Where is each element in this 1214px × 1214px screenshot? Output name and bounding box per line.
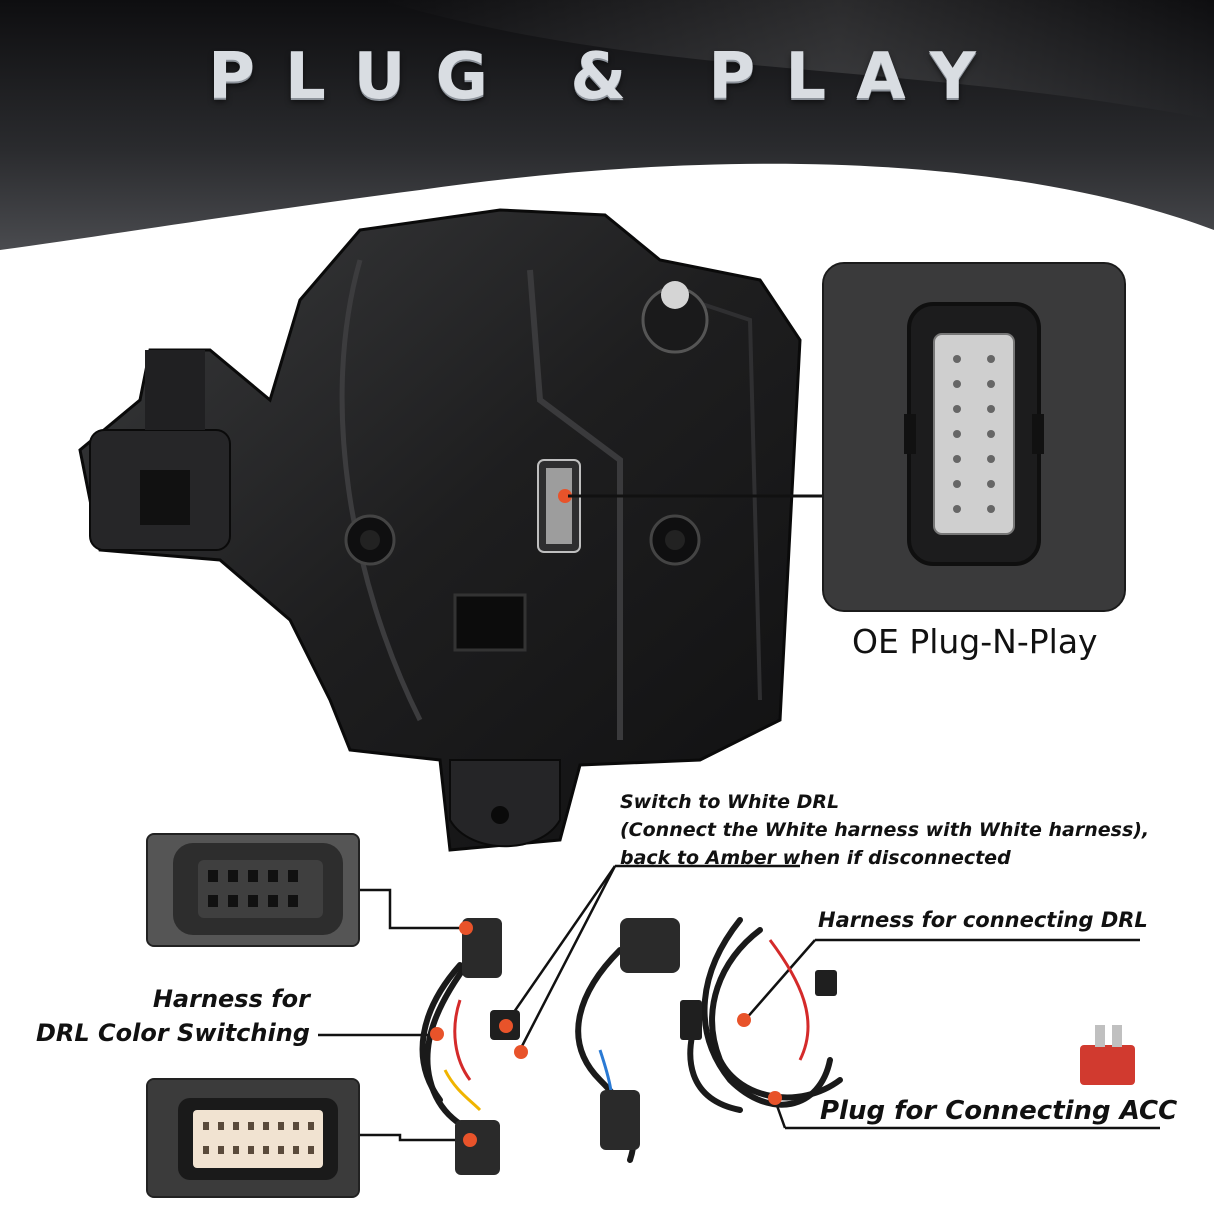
header-banner (0, 0, 1214, 250)
headlight-housing-image (78, 208, 802, 852)
drl-harness-callout: Harness for connecting DRL (818, 908, 1148, 932)
oe-plug-label: OE Plug-N-Play (852, 622, 1098, 661)
color-switch-line2: DRL Color Switching (35, 1019, 310, 1047)
connector-inset-bottom-image (146, 1078, 360, 1198)
acc-plug-callout: Plug for Connecting ACC (820, 1096, 1178, 1126)
connector-closeup-image (822, 262, 1126, 612)
switch-drl-callout: Switch to White DRL (Connect the White h… (620, 788, 1149, 872)
switch-callout-line1: Switch to White DRL (620, 791, 840, 813)
color-switch-line1: Harness for (152, 985, 310, 1013)
page-title: PLUG & PLAY (208, 40, 1006, 114)
color-switch-callout: Harness for DRL Color Switching (28, 982, 310, 1050)
connector-inset-top-image (146, 833, 360, 947)
switch-callout-line2: (Connect the White harness with White ha… (620, 819, 1150, 841)
switch-callout-line3: back to Amber when if disconnected (620, 847, 1011, 869)
